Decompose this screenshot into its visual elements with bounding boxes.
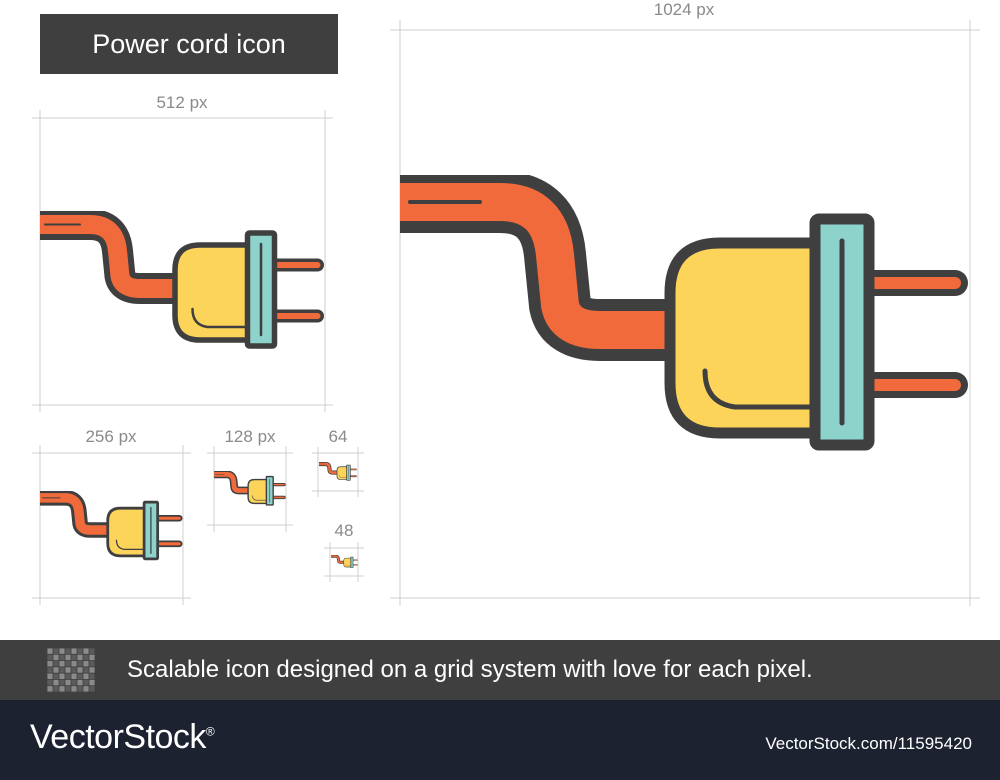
size-label-128: 128 px — [224, 427, 276, 446]
page-title: Power cord icon — [92, 28, 286, 59]
registered-mark: ® — [205, 724, 215, 739]
image-id: VectorStock.com/11595420 — [765, 734, 972, 753]
size-label-512: 512 px — [156, 93, 208, 112]
brand-logo: VectorStock® — [30, 718, 215, 757]
power-cord-icon — [400, 175, 970, 453]
title-box: Power cord icon — [40, 14, 338, 74]
power-cord-icon — [40, 211, 325, 350]
size-label-256: 256 px — [85, 427, 137, 446]
power-cord-icon — [40, 491, 183, 561]
grid-frames — [32, 20, 980, 606]
info-bar — [0, 640, 1000, 700]
footer — [0, 700, 1000, 780]
power-cord-icon — [331, 555, 358, 568]
size-label-48: 48 — [334, 521, 354, 540]
size-label-64: 64 — [328, 427, 348, 446]
brand-name: VectorStock — [30, 718, 206, 756]
size-label-1024: 1024 px — [653, 0, 715, 19]
tagline: Scalable icon designed on a grid system … — [127, 656, 813, 683]
pixel-grid-icon — [47, 648, 95, 692]
power-cord-icon — [214, 471, 286, 506]
power-cord-icon — [319, 462, 357, 481]
